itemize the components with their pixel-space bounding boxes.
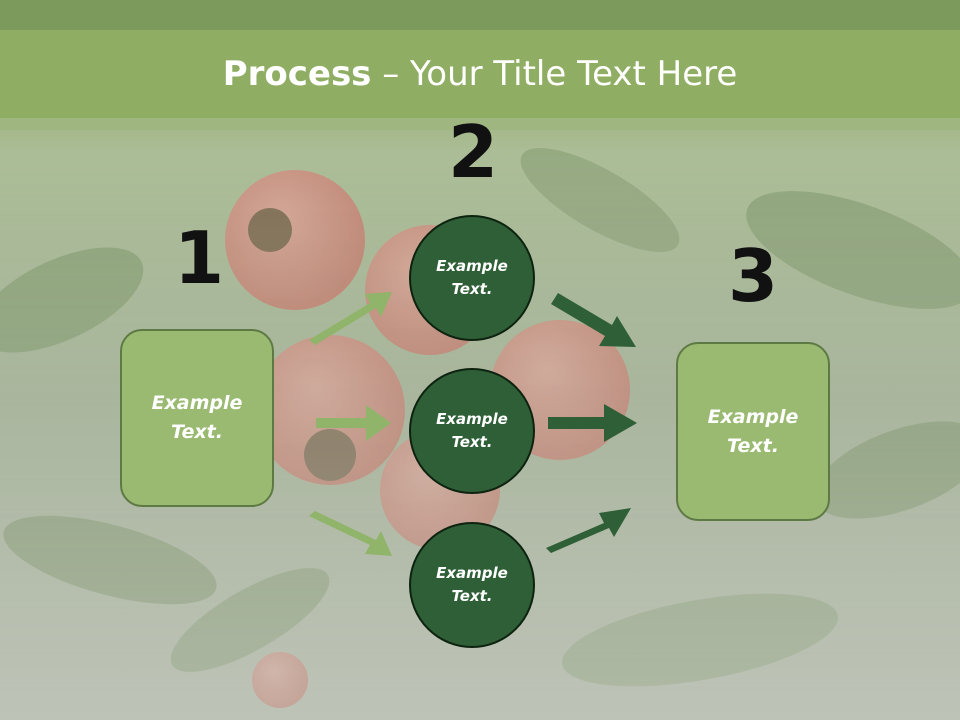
arrow-up-right-1 [309,292,392,345]
step-2-circle-middle[interactable]: Example Text. [409,368,535,494]
arrow-right-2 [548,404,637,442]
step-3-box[interactable]: Example Text. [676,342,830,521]
step-number-1: 1 [173,216,225,300]
step-2-circle-top[interactable]: Example Text. [409,215,535,341]
circle-top-line1: Example [436,257,508,275]
circle-top-line2: Text. [451,280,493,298]
circle-middle-line2: Text. [451,433,493,451]
step-1-box-line1: Example [151,392,243,414]
arrow-down-right-1 [309,511,392,556]
step-3-box-line2: Text. [727,434,779,457]
slide-title: Process – Your Title Text Here [0,52,960,96]
step-3-box-line1: Example [707,405,799,428]
arrow-down-right-2 [551,293,636,347]
step-1-box-line2: Text. [171,421,223,443]
title-bold: Process [222,54,372,94]
arrow-right-1 [316,405,391,441]
step-number-2: 2 [447,110,499,194]
title-rest: – Your Title Text Here [371,54,738,94]
arrow-up-right-2 [546,508,631,553]
circle-bottom-line1: Example [436,564,508,582]
step-1-box[interactable]: Example Text. [120,329,274,507]
step-number-3: 3 [727,234,779,318]
circle-middle-line1: Example [436,410,508,428]
circle-bottom-line2: Text. [451,587,493,605]
step-2-circle-bottom[interactable]: Example Text. [409,522,535,648]
